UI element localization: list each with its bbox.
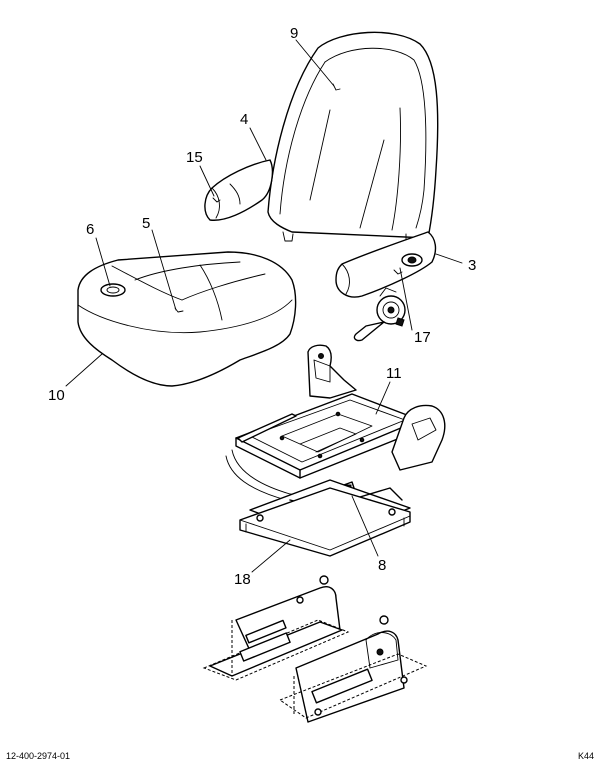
callout-4: 4 [240, 111, 248, 128]
leader-lines [65, 39, 463, 573]
drawing-number: 12-400-2974-01 [6, 751, 70, 761]
callout-11: 11 [386, 365, 402, 382]
callout-9: 9 [290, 25, 298, 42]
riser-brackets [202, 575, 428, 723]
recliner-mechanism [353, 287, 406, 342]
callout-8: 8 [378, 557, 386, 574]
left-armrest [204, 159, 274, 221]
seat-frame [225, 344, 446, 503]
right-armrest [335, 231, 437, 298]
callout-15: 15 [186, 149, 203, 166]
callout-18: 18 [234, 571, 251, 588]
suspension-base [239, 479, 411, 557]
seat-back [267, 31, 439, 242]
callout-5: 5 [142, 215, 150, 232]
callout-6: 6 [86, 221, 94, 238]
callout-17: 17 [414, 329, 431, 346]
seat-cushion [77, 251, 297, 387]
callout-3: 3 [468, 257, 476, 274]
callout-10: 10 [48, 387, 65, 404]
sheet-code: K44 [578, 751, 594, 761]
